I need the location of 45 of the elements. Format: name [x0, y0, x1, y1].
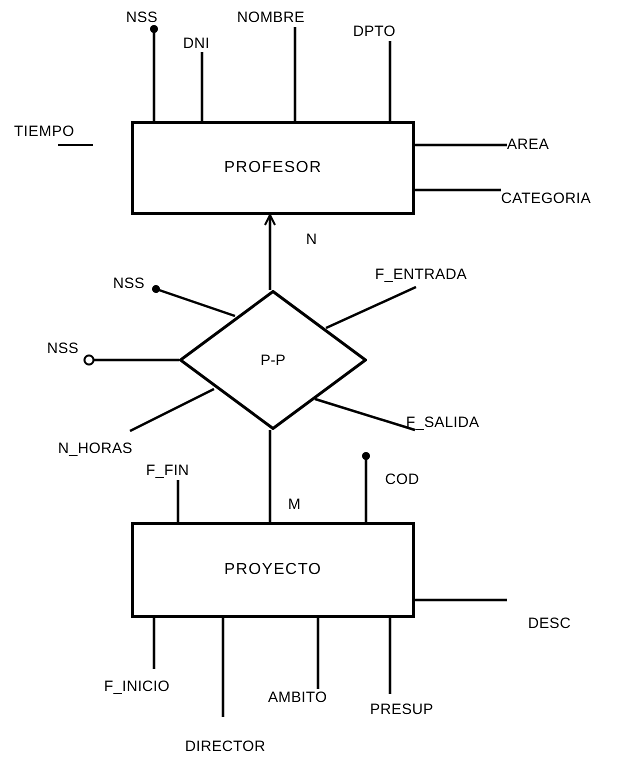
- attribute-label: NSS: [47, 340, 79, 358]
- connector-line: [388, 618, 392, 694]
- attribute-label: AREA: [507, 136, 550, 154]
- connector-line: [84, 354, 179, 366]
- attribute-label: DIRECTOR: [185, 738, 266, 756]
- connector-line: [314, 398, 416, 432]
- attribute-label: CATEGORIA: [501, 190, 591, 208]
- entity-box: [131, 522, 415, 618]
- attribute-label: DNI: [183, 35, 210, 53]
- attribute-label: DESC: [528, 615, 571, 633]
- connector-line: [294, 27, 296, 121]
- attribute-label: F_FIN: [146, 462, 190, 480]
- connector-line: [222, 618, 224, 717]
- connector-line: [152, 285, 236, 318]
- relationship-name: P-P: [260, 352, 286, 368]
- attribute-label: NSS: [126, 9, 158, 27]
- attribute-label: N_HORAS: [58, 440, 133, 458]
- attribute-label: F_ENTRADA: [375, 266, 467, 284]
- relationship-diamond: [179, 290, 367, 430]
- entity-name: PROYECTO: [224, 561, 322, 579]
- connector-line: [325, 286, 417, 330]
- connector-line: [362, 452, 370, 522]
- attribute-label: F_SALIDA: [406, 414, 480, 432]
- connector-line: [388, 41, 392, 121]
- attribute-label: NSS: [113, 275, 145, 293]
- attribute-label: PRESUP: [370, 701, 434, 719]
- entity-name: PROFESOR: [224, 159, 322, 177]
- connector-line: [152, 618, 156, 669]
- connector-line: [200, 52, 204, 121]
- connector-line: [129, 388, 215, 432]
- arrow: [264, 214, 276, 290]
- connector-line: [415, 598, 507, 602]
- entity-box: [131, 121, 415, 215]
- connector-line: [415, 144, 507, 146]
- attribute-label: F_INICIO: [104, 678, 170, 696]
- connector-line: [415, 188, 501, 192]
- connector-line: [316, 618, 320, 689]
- connector-line: [176, 480, 180, 522]
- attribute-label: AMBITO: [268, 689, 328, 707]
- connector-line: [150, 25, 158, 121]
- attribute-label: TIEMPO: [14, 123, 75, 141]
- attribute-label: NOMBRE: [237, 9, 305, 27]
- connector-line: [268, 430, 272, 522]
- attribute-label: DPTO: [353, 23, 396, 41]
- attribute-label: COD: [385, 471, 420, 489]
